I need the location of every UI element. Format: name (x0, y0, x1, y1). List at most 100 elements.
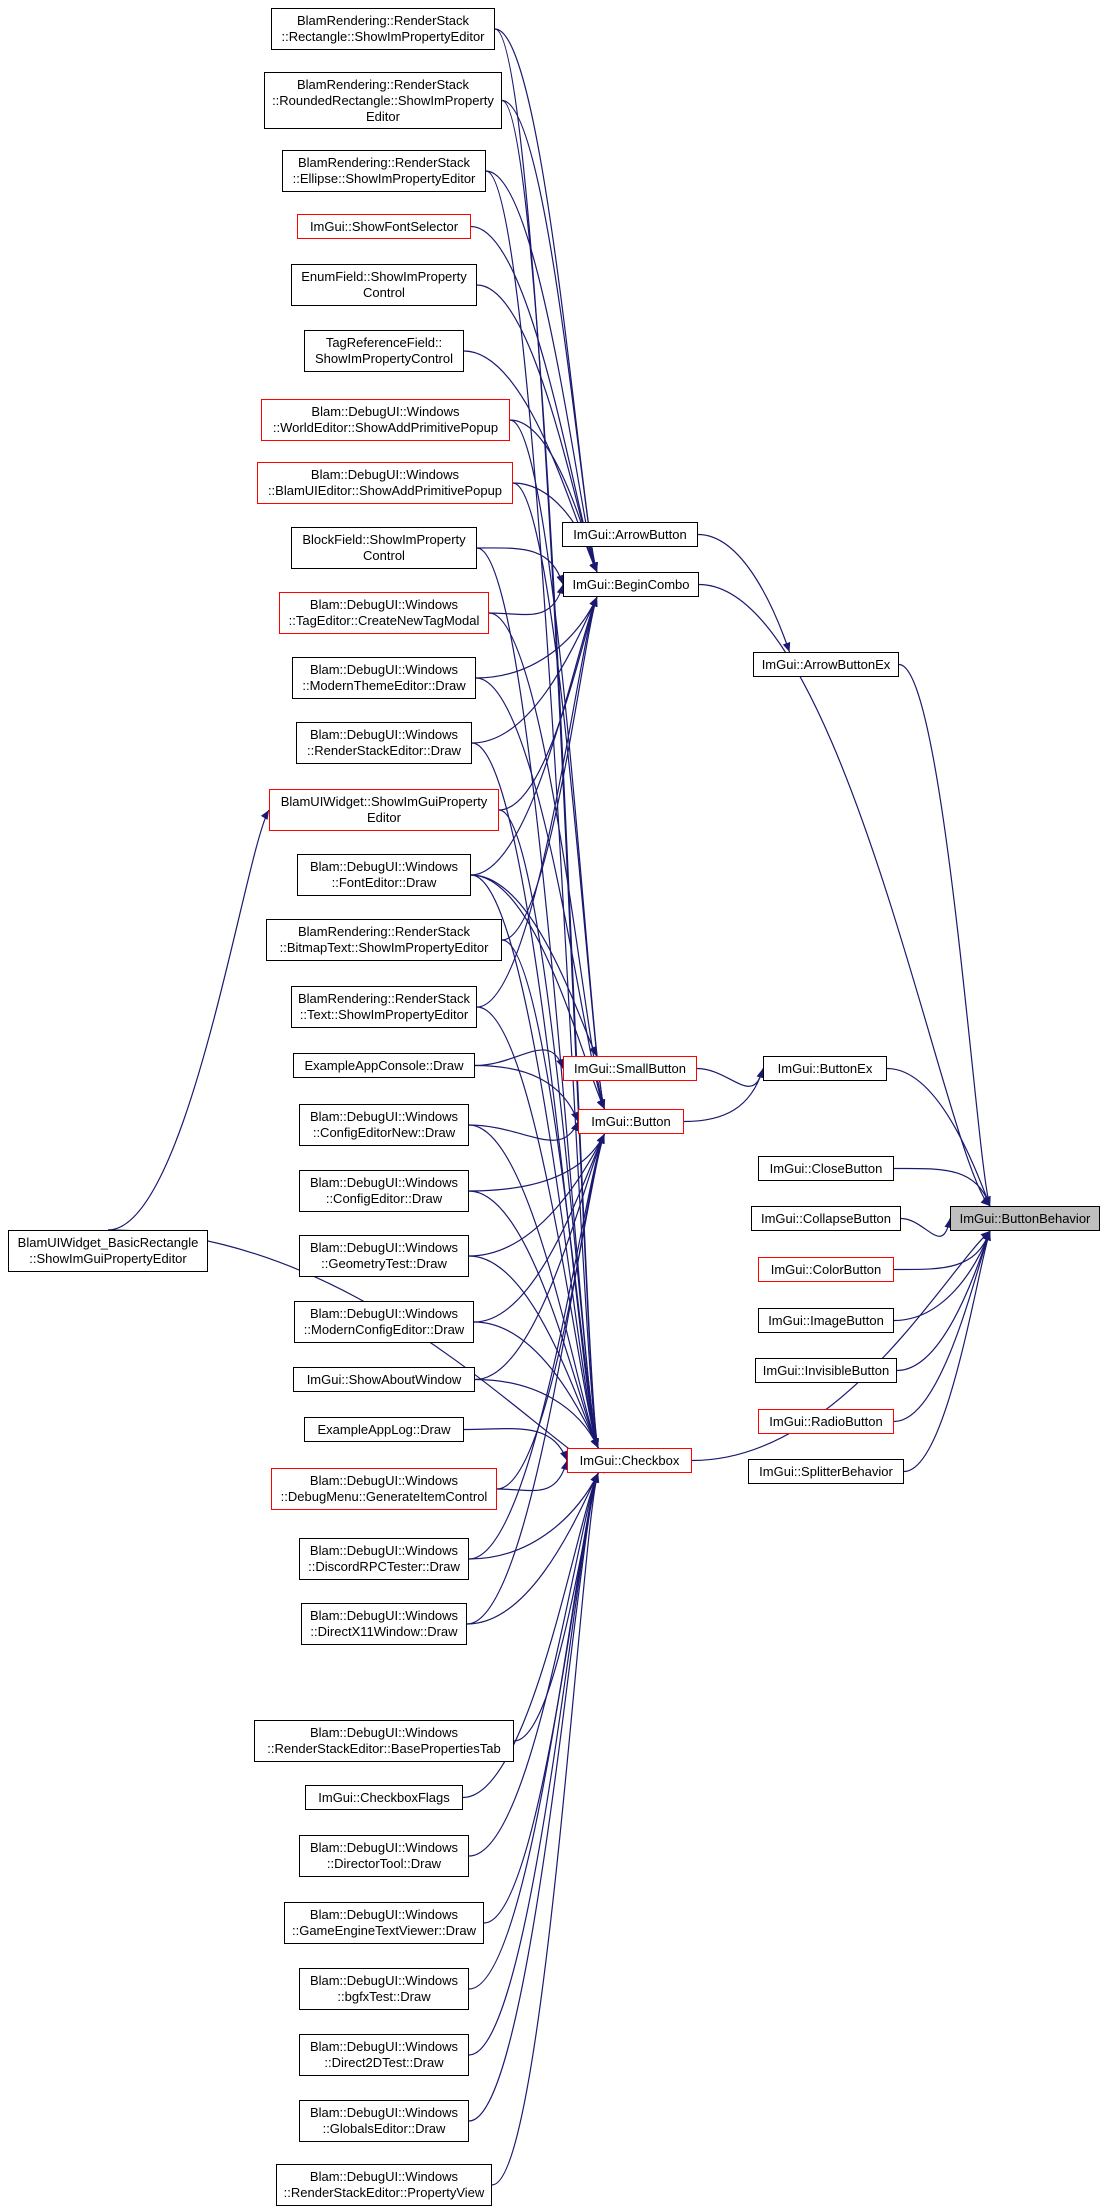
edge-textprop-to-begincombo (476, 596, 598, 1008)
edge-dx11-to-button (466, 1133, 606, 1625)
node-rsbase[interactable]: Blam::DebugUI::Windows ::RenderStackEdit… (254, 1720, 514, 1762)
edge-rrect-to-begincombo (501, 99, 598, 573)
node-propview[interactable]: Blam::DebugUI::Windows ::RenderStackEdit… (276, 2164, 492, 2206)
node-rsedit[interactable]: Blam::DebugUI::Windows ::RenderStackEdit… (296, 722, 472, 764)
edge-propview-to-checkbox (491, 1472, 599, 2186)
node-fontedit[interactable]: Blam::DebugUI::Windows ::FontEditor::Dra… (297, 854, 471, 896)
node-blamuiaddprim[interactable]: Blam::DebugUI::Windows ::BlamUIEditor::S… (257, 462, 513, 504)
edge-rsedit-to-checkbox (471, 742, 599, 1449)
edge-textprop-to-checkbox (476, 1006, 599, 1449)
node-radiobtn[interactable]: ImGui::RadioButton (758, 1409, 894, 1434)
edge-arrowex-to-bb (898, 663, 991, 1207)
node-discord[interactable]: Blam::DebugUI::Windows ::DiscordRPCTeste… (299, 1538, 469, 1580)
arrowhead-button-to-buttonex (756, 1068, 765, 1079)
arrowhead-arrowbtn-to-arrowex (782, 642, 791, 652)
arrowhead-debugmenu-to-checkbox (560, 1460, 569, 1471)
edge-bmptext-to-begincombo (501, 596, 598, 941)
edge-rsedit-to-begincombo (471, 596, 598, 744)
edge-modcfg-to-button (473, 1133, 606, 1323)
node-blockf[interactable]: BlockField::ShowImProperty Control (291, 527, 477, 569)
node-basicrect[interactable]: BlamUIWidget_BasicRectangle ::ShowImGuiP… (8, 1230, 208, 1272)
node-applog[interactable]: ExampleAppLog::Draw (304, 1417, 464, 1442)
node-globals[interactable]: Blam::DebugUI::Windows ::GlobalsEditor::… (299, 2100, 469, 2142)
arrowhead-propview-to-checkbox (591, 1473, 599, 1483)
edge-splitter-to-bb (903, 1230, 991, 1473)
node-button[interactable]: ImGui::Button (578, 1109, 684, 1134)
node-begincombo[interactable]: ImGui::BeginCombo (563, 572, 699, 597)
edge-modcfg-to-checkbox (473, 1321, 599, 1449)
node-buttonex[interactable]: ImGui::ButtonEx (763, 1056, 887, 1081)
edge-geom-to-checkbox (468, 1255, 599, 1449)
node-modtheme[interactable]: Blam::DebugUI::Windows ::ModernThemeEdit… (292, 657, 476, 699)
arrowhead-splitter-to-bb (983, 1231, 991, 1241)
edge-basicrect-to-uiwidget (107, 809, 270, 1231)
node-splitter[interactable]: ImGui::SplitterBehavior (748, 1459, 904, 1484)
node-uiwidget[interactable]: BlamUIWidget::ShowImGuiProperty Editor (269, 789, 499, 831)
node-cfg[interactable]: Blam::DebugUI::Windows ::ConfigEditor::D… (299, 1170, 469, 1212)
edge-button-to-buttonex (683, 1068, 764, 1123)
node-tagref[interactable]: TagReferenceField:: ShowImPropertyContro… (304, 330, 464, 372)
node-modcfg[interactable]: Blam::DebugUI::Windows ::ModernConfigEdi… (294, 1301, 474, 1343)
edge-about-to-button (474, 1133, 606, 1381)
edge-dx11-to-checkbox (466, 1472, 599, 1625)
node-worldaddprim[interactable]: Blam::DebugUI::Windows ::WorldEditor::Sh… (261, 399, 510, 441)
arrowhead-modtheme-to-button (596, 1099, 605, 1109)
node-fontsel[interactable]: ImGui::ShowFontSelector (297, 214, 471, 239)
edge-uiwidget-to-checkbox (498, 809, 599, 1449)
edge-tagmodal-to-begincombo (488, 584, 564, 616)
edge-arrowbtn-to-arrowex (697, 533, 791, 653)
edge-geom-to-button (468, 1133, 606, 1257)
node-invisbtn[interactable]: ImGui::InvisibleButton (755, 1358, 897, 1383)
edge-globals-to-checkbox (468, 1472, 599, 2122)
node-cfgnew[interactable]: Blam::DebugUI::Windows ::ConfigEditorNew… (299, 1104, 469, 1146)
node-debugmenu[interactable]: Blam::DebugUI::Windows ::DebugMenu::Gene… (271, 1468, 497, 1510)
node-dx11[interactable]: Blam::DebugUI::Windows ::DirectX11Window… (301, 1603, 467, 1645)
edge-blockf-to-begincombo (476, 547, 564, 585)
edge-cfg-to-checkbox (468, 1190, 599, 1449)
node-geom[interactable]: Blam::DebugUI::Windows ::GeometryTest::D… (299, 1235, 469, 1277)
node-smallbtn[interactable]: ImGui::SmallButton (563, 1056, 697, 1081)
node-enumf[interactable]: EnumField::ShowImProperty Control (291, 264, 477, 306)
edge-fontedit-to-begincombo (470, 596, 598, 876)
node-director[interactable]: Blam::DebugUI::Windows ::DirectorTool::D… (299, 1835, 469, 1877)
node-gametext[interactable]: Blam::DebugUI::Windows ::GameEngineTextV… (284, 1902, 484, 1944)
node-bmptext[interactable]: BlamRendering::RenderStack ::BitmapText:… (266, 919, 502, 961)
edge-fontedit-to-button (470, 874, 606, 1110)
node-arrowex[interactable]: ImGui::ArrowButtonEx (753, 652, 899, 677)
edge-modtheme-to-begincombo (475, 596, 598, 679)
arrowhead-blamuiaddprim-to-begincombo (590, 562, 598, 572)
arrowhead-tagmodal-to-begincombo (556, 584, 565, 595)
node-d2d[interactable]: Blam::DebugUI::Windows ::Direct2DTest::D… (299, 2034, 469, 2076)
edge-modtheme-to-button (475, 677, 606, 1110)
node-textprop[interactable]: BlamRendering::RenderStack ::Text::ShowI… (291, 986, 477, 1028)
node-rect[interactable]: BlamRendering::RenderStack ::Rectangle::… (271, 8, 495, 50)
edge-cfg-to-button (468, 1133, 606, 1192)
node-about[interactable]: ImGui::ShowAboutWindow (293, 1367, 475, 1392)
edge-begincombo-to-bb (698, 583, 991, 1207)
edge-fontedit-to-checkbox (470, 874, 599, 1449)
node-bgfx[interactable]: Blam::DebugUI::Windows ::bgfxTest::Draw (299, 1968, 469, 2010)
node-checkbox[interactable]: ImGui::Checkbox (567, 1448, 692, 1473)
edge-d2d-to-checkbox (468, 1472, 599, 2056)
node-appconsole[interactable]: ExampleAppConsole::Draw (293, 1053, 475, 1078)
edge-collapse-to-bb (900, 1217, 951, 1237)
arrowhead-fontedit-to-checkbox (590, 1438, 599, 1448)
edge-rrect-to-checkbox (501, 99, 599, 1449)
edge-discord-to-checkbox (468, 1472, 599, 1560)
node-rrect[interactable]: BlamRendering::RenderStack ::RoundedRect… (264, 72, 502, 129)
node-collapse[interactable]: ImGui::CollapseButton (751, 1206, 901, 1231)
edge-director-to-checkbox (468, 1472, 599, 1857)
arrowhead-checkbox-to-bb (980, 1231, 990, 1241)
edge-fontedit-to-smallbtn (470, 874, 598, 1057)
node-closebtn[interactable]: ImGui::CloseButton (758, 1156, 894, 1181)
node-colorbtn[interactable]: ImGui::ColorButton (758, 1257, 894, 1282)
node-arrowbtn[interactable]: ImGui::ArrowButton (562, 522, 698, 547)
node-cbflags[interactable]: ImGui::CheckboxFlags (305, 1785, 463, 1810)
node-imagebtn[interactable]: ImGui::ImageButton (758, 1308, 894, 1333)
edge-imagebtn-to-bb (893, 1230, 991, 1322)
node-ellipse[interactable]: BlamRendering::RenderStack ::Ellipse::Sh… (282, 150, 486, 192)
node-tagmodal[interactable]: Blam::DebugUI::Windows ::TagEditor::Crea… (279, 592, 489, 634)
edge-appconsole-to-smallbtn (474, 1049, 564, 1069)
edge-debugmenu-to-checkbox (496, 1460, 568, 1492)
